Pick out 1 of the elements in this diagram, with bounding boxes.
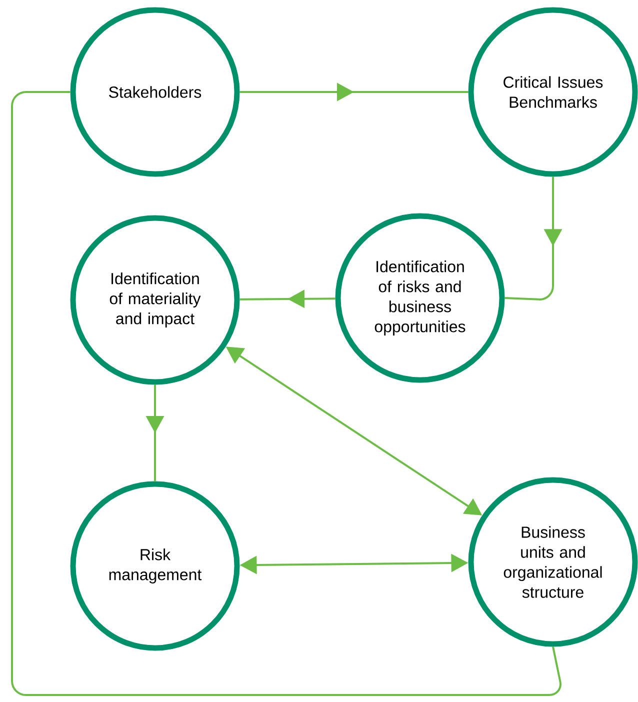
arrow bbox=[504, 176, 562, 300]
